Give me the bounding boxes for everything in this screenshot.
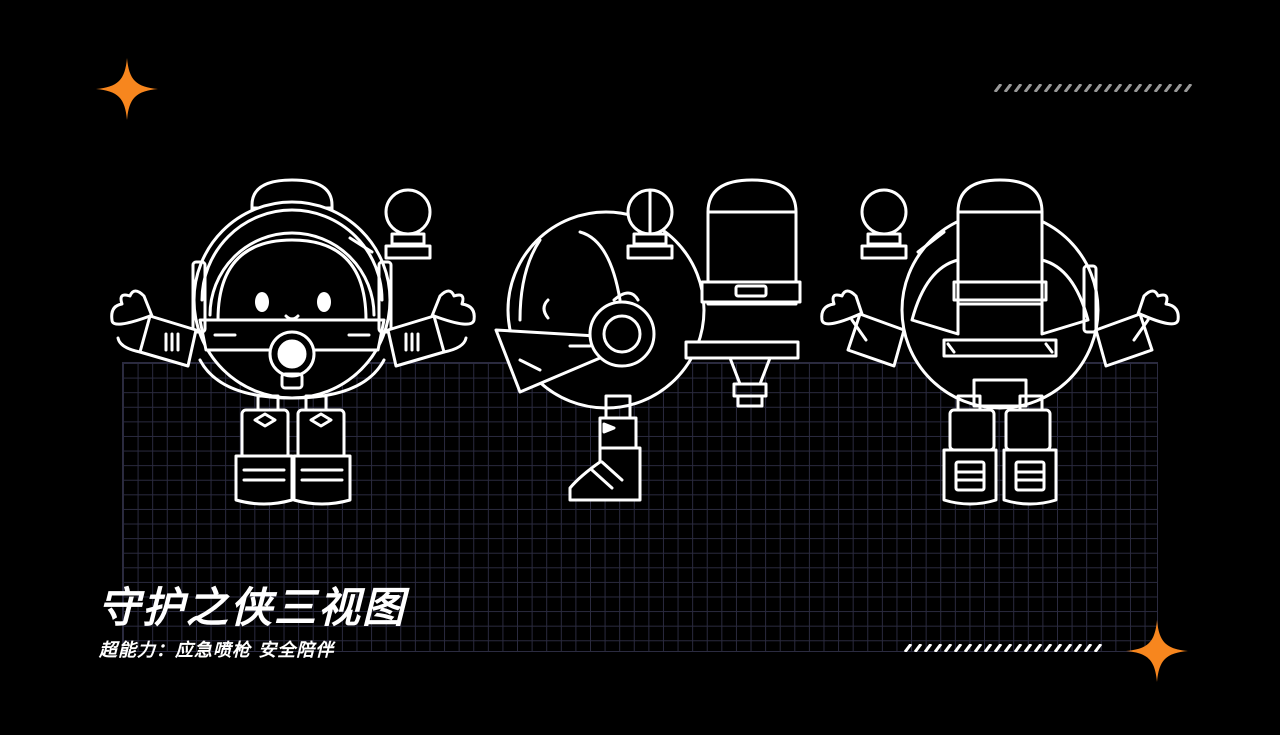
back-view-figure (820, 178, 1180, 506)
side-view-figure (494, 178, 802, 502)
front-view-figure (110, 178, 476, 506)
sparkle-star-icon (1126, 620, 1188, 682)
hatch-stripes-bottom (903, 644, 1103, 652)
page-subtitle: 超能力：应急喷枪 安全陪伴 (99, 640, 335, 661)
sparkle-star-icon (96, 58, 158, 120)
page-title: 守护之侠三视图 (98, 583, 407, 632)
hatch-stripes-top (993, 84, 1193, 92)
